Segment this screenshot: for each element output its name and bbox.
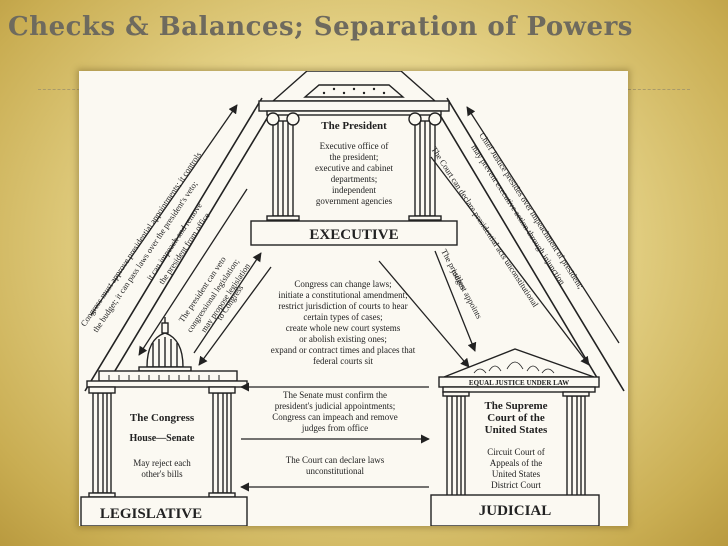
arrow-center-right (378, 260, 470, 368)
senate-line: The Senate must confirm the (283, 390, 387, 400)
executive-label: EXECUTIVE (309, 227, 398, 243)
exec-jud-labels: The president appoints judges (439, 247, 484, 320)
executive-line: departments; (331, 174, 378, 184)
arrow-center-left (198, 266, 272, 366)
arrow-exec-to-jud (434, 250, 477, 352)
judicial-line: District Court (491, 480, 541, 490)
legislative-line: other's bills (141, 469, 183, 479)
legislative-subheading: House—Senate (130, 433, 196, 444)
arrow-leg-to-exec (90, 104, 238, 316)
senate-line: Congress can impeach and remove (272, 412, 397, 422)
arrows (90, 104, 620, 492)
legislative-heading: The Congress (130, 412, 195, 424)
judicial-label: JUDICIAL (479, 503, 552, 519)
judicial-heading: The Supreme (484, 400, 547, 412)
executive-line: executive and cabinet (315, 163, 393, 173)
center-line: create whole new court systems (286, 323, 401, 333)
executive-building (250, 71, 458, 246)
jud-exec-labels: Chief Justice presides over impeachment … (429, 131, 586, 310)
executive-description: Executive office of the president; execu… (315, 141, 393, 206)
judicial-building (430, 348, 600, 526)
legislative-balustrade (108, 375, 220, 380)
judicial-heading: United States (485, 424, 548, 436)
center-line: federal courts sit (313, 356, 373, 366)
judicial-line: Appeals of the (490, 458, 542, 468)
divider-left (38, 89, 80, 90)
center-line: Congress can change laws; (294, 279, 391, 289)
legislative-building (80, 317, 248, 526)
arrow-court-exec (430, 156, 590, 366)
center-text: Congress can change laws; initiate a con… (271, 279, 416, 366)
senate-line: president's judicial appointments; (275, 401, 396, 411)
arrow-label: Chief Justice presides over impeachment … (477, 131, 586, 291)
judicial-line: United States (492, 469, 541, 479)
diagram-svg: The President Executive office of the pr… (79, 71, 625, 526)
executive-heading: The President (321, 120, 387, 132)
senate-line: judges from office (301, 423, 368, 433)
judicial-pediment-inscription: EQUAL JUSTICE UNDER LAW (469, 379, 569, 387)
slide-title: Checks & Balances; Separation of Powers (8, 12, 633, 42)
executive-line: government agencies (316, 196, 393, 206)
court-laws-text: The Court can declare laws unconstitutio… (286, 455, 385, 476)
exec-leg-labels: The president can veto congressional leg… (176, 255, 252, 335)
court-laws-line: The Court can declare laws (286, 455, 385, 465)
legislative-line: May reject each (133, 458, 191, 468)
center-line: initiate a constitutional amendment; (278, 290, 407, 300)
checks-balances-diagram: The President Executive office of the pr… (79, 71, 628, 526)
center-line: or abolish existing ones; (299, 334, 387, 344)
divider-right (628, 89, 690, 90)
arrow-jud-to-exec (466, 106, 620, 344)
court-laws-line: unconstitutional (306, 466, 364, 476)
legislative-label: LEGISLATIVE (100, 506, 202, 522)
executive-line: Executive office of (320, 141, 389, 151)
arrow-exec-to-leg (138, 188, 248, 356)
executive-line: the president; (330, 152, 379, 162)
arrow-leg-to-exec-2 (193, 252, 262, 354)
judicial-line: Circuit Court of (487, 447, 545, 457)
judicial-pediment-figures (473, 361, 555, 374)
center-line: restrict jurisdiction of courts to hear (278, 301, 407, 311)
center-line: expand or contract times and places that (271, 345, 416, 355)
triangle-frame (84, 97, 625, 392)
executive-pediment-dots (322, 87, 386, 95)
executive-line: independent (332, 185, 376, 195)
judicial-heading: Court of the (487, 412, 545, 424)
center-line: certain types of cases; (303, 312, 382, 322)
senate-text: The Senate must confirm the president's … (272, 390, 397, 433)
